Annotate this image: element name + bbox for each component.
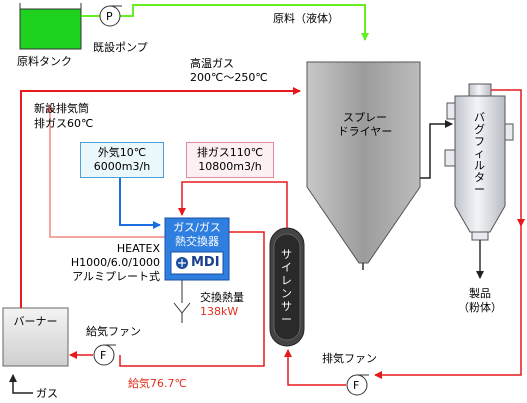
mdi-logo: MDI (191, 255, 220, 270)
stack-label: 新設排気筒 排ガス60℃ (34, 101, 93, 131)
spray-dryer-line2: ドライヤー (337, 125, 393, 138)
supply-air-label: 給気76.7℃ (128, 377, 187, 390)
outside-air-line2: 6000m3/h (93, 160, 151, 173)
exhaust-fan-symbol: F (353, 379, 360, 392)
filter-exhaust-line-down (374, 226, 522, 379)
exhaust-gas-box: 排ガス110℃ 10800m3/h (186, 142, 274, 178)
hot-gas-line1: 高温ガス (190, 57, 234, 70)
exhaust-gas-line2: 10800m3/h (198, 160, 262, 173)
product-line2: （粉体） (458, 301, 502, 314)
exhaust-fan-out-line (284, 349, 346, 386)
exchange-heat-label: 交換熱量 138kW (200, 291, 244, 319)
burner-label: バーナー (13, 315, 58, 328)
supply-fan-icon (93, 344, 116, 366)
heatex-line2: H1000/6.0/1000 (70, 256, 160, 269)
heatex-line3: アルミプレート式 (72, 270, 160, 283)
pump-symbol: P (106, 10, 113, 23)
gas-inlet-line (9, 374, 33, 394)
raw-material-tank (19, 3, 82, 50)
gas-label: ガス (36, 387, 58, 400)
spray-dryer (306, 61, 421, 270)
outside-air-line1: 外気10℃ (97, 146, 147, 159)
exchange-heat-value: 138kW (200, 305, 239, 318)
pump-icon (99, 5, 122, 27)
feed-label: 原料（液体） (273, 12, 339, 25)
stack-line1: 新設排気筒 (34, 102, 89, 115)
hot-gas-label: 高温ガス 200℃～250℃ (190, 57, 268, 85)
exhaust-fan-icon (346, 374, 369, 396)
supply-air-line (119, 231, 265, 367)
feed-line-main (120, 4, 369, 41)
heatex-line1: HEATEX (116, 242, 160, 255)
tank-label: 原料タンク (17, 55, 72, 68)
spray-dryer-line1: スプレー (343, 111, 387, 124)
stack-exhaust-line (46, 104, 165, 238)
bag-filter-label: バグフィルター (474, 111, 485, 196)
spray-dryer-label: スプレー ドライヤー (315, 108, 415, 142)
drain-icon (173, 280, 191, 323)
stack-line2: 排ガス60℃ (34, 117, 94, 130)
exhaust-gas-line1: 排ガス110℃ (196, 146, 264, 159)
pump-label: 既設ポンプ (93, 41, 148, 54)
outside-air-line (119, 176, 161, 229)
heat-exchanger (164, 217, 230, 281)
bag-filter (444, 83, 514, 279)
exhaust-gas-line (178, 181, 288, 228)
outside-air-box: 外気10℃ 6000m3/h (80, 142, 164, 178)
product-line1: 製品 (469, 287, 491, 300)
silencer-label: サイレンサー (281, 248, 292, 326)
exchange-heat-title: 交換熱量 (200, 291, 244, 304)
supply-fan-symbol: F (100, 349, 107, 362)
supply-fan-label: 給気ファン (86, 325, 141, 338)
exchanger-line1: ガス/ガス (173, 221, 221, 234)
silencer (269, 227, 305, 347)
filter-exhaust-line (491, 89, 525, 227)
product-label: 製品 （粉体） (458, 287, 502, 315)
dryer-to-filter-line (420, 120, 453, 179)
hot-gas-line (20, 87, 301, 285)
heatex-label: HEATEX H1000/6.0/1000 アルミプレート式 (66, 242, 160, 284)
hot-gas-line2: 200℃～250℃ (190, 71, 268, 84)
exchanger-label: ガス/ガス 熱交換器 (165, 219, 229, 251)
exchanger-line2: 熱交換器 (175, 235, 219, 248)
exhaust-fan-label: 排気ファン (322, 352, 377, 365)
burner (2, 285, 69, 367)
